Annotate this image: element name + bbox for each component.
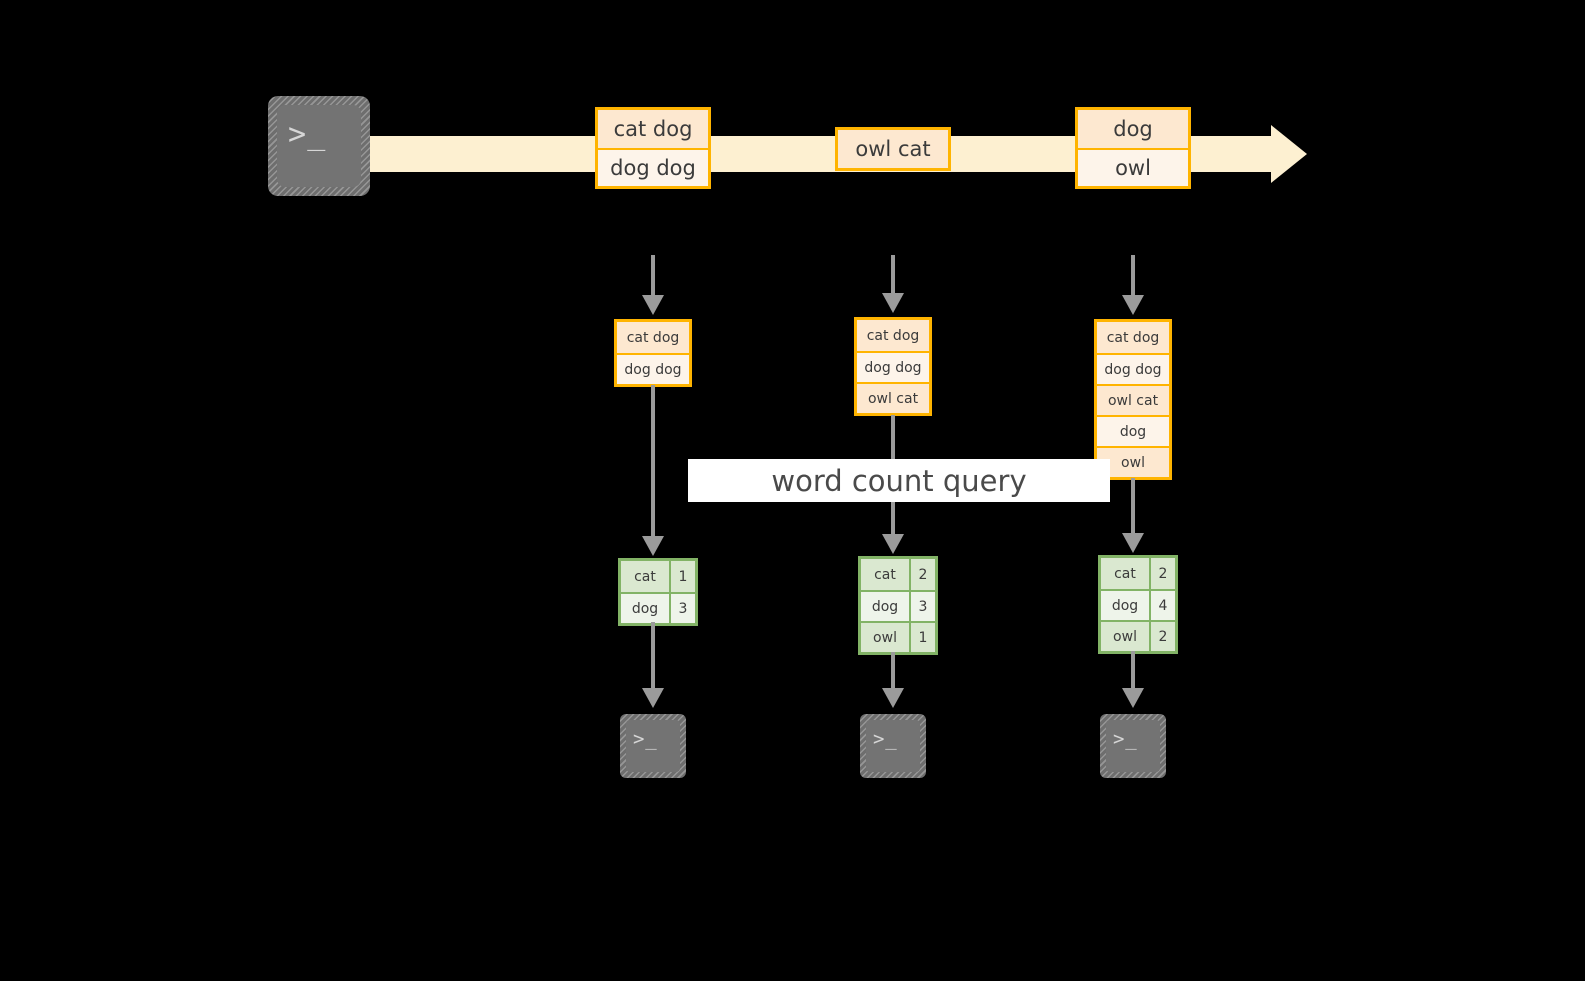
terminal-screen xyxy=(626,720,680,772)
query-banner-label: word count query xyxy=(771,463,1027,498)
result-row: dog 3 xyxy=(621,592,695,623)
query-connector-arrowhead-1 xyxy=(642,536,664,556)
trigger-connector-arrowhead xyxy=(1122,295,1144,315)
trigger-connector-arrowhead xyxy=(642,295,664,315)
input-table-row: cat dog xyxy=(1106,329,1160,346)
input-table-row: owl cat xyxy=(1097,384,1169,415)
input-table-row: dog dog xyxy=(1097,353,1169,384)
result-table-2: cat 2 dog 3 owl 1 xyxy=(858,556,938,655)
stream-event-line: dog xyxy=(1113,117,1153,141)
terminal-prompt-glyph: >_ xyxy=(288,117,327,152)
sink-terminal-icon-3: >_ xyxy=(1100,714,1166,778)
result-row: dog 3 xyxy=(861,590,935,621)
result-row: owl 2 xyxy=(1101,620,1175,651)
terminal-screen xyxy=(866,720,920,772)
stream-event-line: dog dog xyxy=(598,148,708,186)
source-terminal-icon: >_ xyxy=(268,96,370,196)
sink-connector-2 xyxy=(891,652,895,690)
result-word: cat xyxy=(621,561,669,592)
input-table-row: dog dog xyxy=(857,351,929,382)
stream-event-2: owl cat xyxy=(835,127,951,171)
result-table-1: cat 1 dog 3 xyxy=(618,558,698,626)
input-table-row: owl xyxy=(1097,446,1169,477)
result-word: cat xyxy=(861,559,909,590)
result-row: cat 1 xyxy=(621,561,695,592)
result-count: 2 xyxy=(1149,558,1175,589)
input-table-row: owl cat xyxy=(857,382,929,413)
sink-connector-arrowhead-1 xyxy=(642,688,664,708)
terminal-prompt-glyph: >_ xyxy=(1113,728,1138,750)
result-count: 1 xyxy=(909,623,935,652)
trigger-connector-dashed xyxy=(1131,255,1135,295)
result-count: 3 xyxy=(669,594,695,623)
sink-connector-3 xyxy=(1131,651,1135,690)
trigger-connector-arrowhead xyxy=(882,293,904,313)
result-word: cat xyxy=(1101,558,1149,589)
trigger-connector-dashed xyxy=(651,255,655,295)
result-word: owl xyxy=(861,623,909,652)
result-row: owl 1 xyxy=(861,621,935,652)
query-connector-arrowhead-3 xyxy=(1122,533,1144,553)
terminal-screen xyxy=(1106,720,1160,772)
result-word: dog xyxy=(861,592,909,621)
input-table-1: cat dog dog dog xyxy=(614,319,692,387)
sink-connector-arrowhead-3 xyxy=(1122,688,1144,708)
input-table-row: dog xyxy=(1097,415,1169,446)
result-count: 4 xyxy=(1149,591,1175,620)
stream-event-3: dog owl xyxy=(1075,107,1191,189)
stream-event-1: cat dog dog dog xyxy=(595,107,711,189)
sink-connector-1 xyxy=(651,622,655,690)
result-row: dog 4 xyxy=(1101,589,1175,620)
result-word: dog xyxy=(621,594,669,623)
input-table-3: cat dog dog dog owl cat dog owl xyxy=(1094,319,1172,480)
result-row: cat 2 xyxy=(1101,558,1175,589)
result-word: dog xyxy=(1101,591,1149,620)
result-count: 3 xyxy=(909,592,935,621)
input-table-row: cat dog xyxy=(866,327,920,344)
stream-event-line: owl xyxy=(1078,148,1188,186)
terminal-screen xyxy=(277,105,361,187)
result-count: 1 xyxy=(669,561,695,592)
sink-terminal-icon-1: >_ xyxy=(620,714,686,778)
query-connector-arrowhead-2 xyxy=(882,534,904,554)
query-connector-1 xyxy=(651,385,655,540)
stream-event-line: cat dog xyxy=(613,117,693,141)
query-banner: word count query xyxy=(688,459,1110,502)
result-count: 2 xyxy=(909,559,935,590)
input-table-row: cat dog xyxy=(626,329,680,346)
result-word: owl xyxy=(1101,622,1149,651)
stream-arrowhead xyxy=(1271,125,1307,183)
result-table-3: cat 2 dog 4 owl 2 xyxy=(1098,555,1178,654)
terminal-prompt-glyph: >_ xyxy=(633,728,658,750)
terminal-prompt-glyph: >_ xyxy=(873,728,898,750)
input-table-2: cat dog dog dog owl cat xyxy=(854,317,932,416)
sink-terminal-icon-2: >_ xyxy=(860,714,926,778)
input-table-row: dog dog xyxy=(617,353,689,384)
query-connector-3 xyxy=(1131,478,1135,536)
stream-event-line: owl cat xyxy=(855,137,931,161)
result-count: 2 xyxy=(1149,622,1175,651)
result-row: cat 2 xyxy=(861,559,935,590)
sink-connector-arrowhead-2 xyxy=(882,688,904,708)
trigger-connector-dashed xyxy=(891,255,895,293)
